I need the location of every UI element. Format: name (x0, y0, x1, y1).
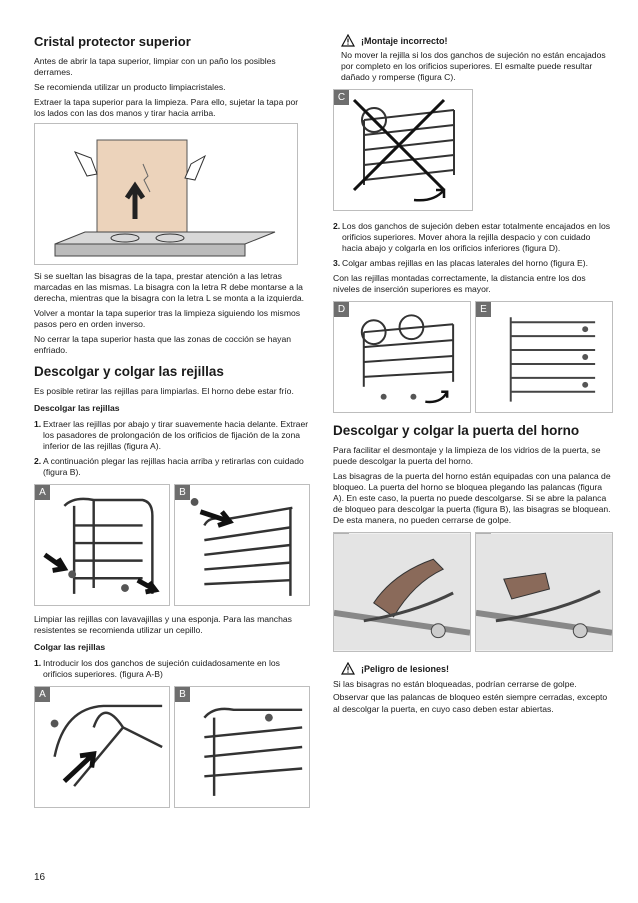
figure-label: A (35, 485, 50, 500)
warning-text: No mover la rejilla si los dos ganchos d… (341, 50, 606, 82)
step-item: 1.Introducir los dos ganchos de sujeción… (34, 658, 280, 679)
figure-hang-b: B (174, 686, 310, 808)
warning-triangle-icon (341, 34, 355, 47)
section-title-racks: Descolgar y colgar las rejillas (34, 364, 224, 379)
paragraph: Antes de abrir la tapa superior, limpiar… (34, 56, 276, 77)
paragraph: Con las rejillas montadas correctamente,… (333, 273, 586, 294)
paragraph: Extraer la tapa superior para la limpiez… (34, 97, 299, 118)
paragraph: Es posible retirar las rejillas para lim… (34, 386, 294, 396)
subtitle-remove-racks: Descolgar las rejillas (34, 403, 120, 413)
step-item: 2.Los dos ganchos de sujeción deben esta… (333, 221, 611, 253)
figure-label: C (334, 90, 349, 105)
lid-removal-illustration (54, 139, 276, 257)
paragraph: Para facilitar el desmontaje y la limpie… (333, 445, 601, 466)
figure-remove-a: A (34, 484, 170, 606)
incorrect-mounting-illustration (352, 98, 455, 202)
paragraph: Volver a montar la tapa superior tras la… (34, 308, 301, 329)
figure-e: E (475, 301, 613, 413)
warning-title: ¡Montaje incorrecto! (361, 35, 448, 46)
paragraph: Limpiar las rejillas con lavavajillas y … (34, 614, 292, 635)
left-column: Cristal protector superior Antes de abri… (34, 34, 310, 808)
figure-hang-a: A (34, 686, 170, 808)
section-title-glass: Cristal protector superior (34, 34, 191, 49)
page-number: 16 (34, 872, 46, 883)
warning-injury: ¡Peligro de lesiones! (341, 662, 613, 675)
figure-lid-removal (34, 123, 298, 265)
section-title-door: Descolgar y colgar la puerta del horno (333, 423, 580, 438)
rack-hang-a-illustration (50, 704, 163, 787)
figure-label: B (175, 687, 190, 702)
rack-hang-d-illustration (360, 314, 455, 404)
warning-incorrect-mounting: ¡Montaje incorrecto! (341, 34, 613, 47)
paragraph: Las bisagras de la puerta del horno está… (333, 471, 611, 525)
door-hinge-unlocked-illustration (476, 533, 612, 651)
paragraph: Se recomienda utilizar un producto limpi… (34, 82, 226, 92)
paragraph: No cerrar la tapa superior hasta que las… (34, 334, 292, 355)
figure-label: E (476, 302, 491, 317)
figure-c: C (333, 89, 473, 211)
subtitle-hang-racks: Colgar las rejillas (34, 642, 106, 652)
rack-remove-b-illustration (190, 498, 293, 596)
figure-door-a: A (333, 532, 471, 652)
warning-title: ¡Peligro de lesiones! (361, 663, 450, 674)
racks-mounted-illustration (509, 317, 596, 402)
rack-remove-a-illustration (43, 497, 160, 595)
right-column: ¡Montaje incorrecto! No mover la rejilla… (333, 34, 613, 720)
rack-hang-b-illustration (203, 707, 303, 796)
figure-label: D (334, 302, 349, 317)
door-hinge-locked-illustration (334, 533, 470, 651)
paragraph: Si se sueltan las bisagras de la tapa, p… (34, 271, 305, 303)
warning-text: Si las bisagras no están bloqueadas, pod… (333, 679, 608, 714)
step-item: 2.A continuación plegar las rejillas hac… (34, 456, 304, 477)
figure-door-b: B (475, 532, 613, 652)
figure-label: B (175, 485, 190, 500)
figure-remove-b: B (174, 484, 310, 606)
step-item: 1.Extraer las rejillas por abajo y tirar… (34, 419, 309, 451)
figure-label: A (35, 687, 50, 702)
warning-triangle-icon (341, 662, 355, 675)
figure-d: D (333, 301, 471, 413)
step-item: 3.Colgar ambas rejillas en las placas la… (333, 258, 588, 268)
